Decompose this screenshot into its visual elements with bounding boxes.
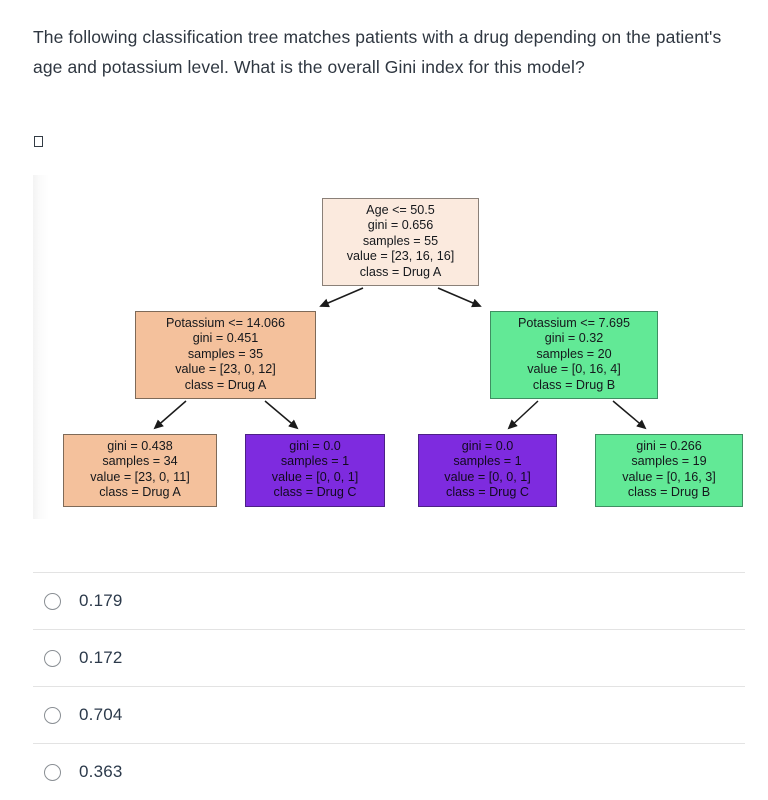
- answer-option-label: 0.179: [79, 591, 123, 610]
- node-gini: gini = 0.32: [544, 331, 604, 346]
- node-samples: samples = 55: [362, 233, 439, 248]
- node-class: class = Drug A: [184, 377, 267, 392]
- node-value: value = [0, 0, 1]: [271, 469, 359, 484]
- answer-option-4[interactable]: 0.363: [33, 743, 745, 800]
- tree-node-leaf-1: gini = 0.438 samples = 34 value = [23, 0…: [63, 434, 217, 507]
- question-text: The following classification tree matche…: [33, 27, 722, 77]
- tree-node-left-child: Potassium <= 14.066 gini = 0.451 samples…: [135, 311, 316, 400]
- answer-options-list: 0.179 0.172 0.704 0.363: [33, 572, 745, 800]
- answer-option-label: 0.704: [79, 705, 123, 724]
- node-class: class = Drug B: [532, 377, 616, 392]
- node-gini: gini = 0.0: [289, 439, 341, 453]
- node-samples: samples = 34: [102, 454, 178, 469]
- node-value: value = [23, 0, 12]: [175, 362, 276, 377]
- answer-option-label: 0.363: [79, 762, 123, 781]
- node-gini: gini = 0.438: [107, 439, 173, 453]
- node-condition: Potassium <= 14.066: [165, 316, 286, 330]
- node-gini: gini = 0.656: [367, 218, 434, 233]
- node-samples: samples = 35: [187, 346, 264, 361]
- node-samples: samples = 19: [631, 454, 707, 469]
- node-gini: gini = 0.266: [636, 439, 702, 453]
- missing-character-glyph: [34, 136, 43, 147]
- node-samples: samples = 1: [453, 454, 522, 469]
- node-gini: gini = 0.0: [461, 439, 514, 453]
- node-gini: gini = 0.451: [192, 331, 259, 346]
- node-samples: samples = 1: [280, 454, 350, 469]
- node-class: class = Drug A: [359, 264, 442, 279]
- node-class: class = Drug C: [446, 485, 529, 500]
- radio-button-icon[interactable]: [44, 763, 61, 781]
- answer-option-2[interactable]: 0.172: [33, 629, 745, 686]
- node-condition: Age <= 50.5: [366, 203, 435, 217]
- node-class: class = Drug B: [627, 485, 711, 500]
- node-value: value = [23, 0, 11]: [90, 469, 190, 484]
- node-class: class = Drug C: [273, 485, 357, 500]
- tree-node-right-child: Potassium <= 7.695 gini = 0.32 samples =…: [490, 311, 658, 400]
- node-condition: Potassium <= 7.695: [517, 316, 630, 330]
- radio-button-icon[interactable]: [44, 706, 61, 724]
- tree-node-leaf-4: gini = 0.266 samples = 19 value = [0, 16…: [595, 434, 743, 507]
- tree-node-leaf-2: gini = 0.0 samples = 1 value = [0, 0, 1]…: [245, 434, 385, 507]
- tree-edges: [153, 287, 647, 430]
- radio-button-icon[interactable]: [44, 592, 61, 610]
- tree-node-leaf-3: gini = 0.0 samples = 1 value = [0, 0, 1]…: [418, 434, 557, 507]
- node-value: value = [0, 16, 4]: [527, 362, 621, 377]
- answer-option-3[interactable]: 0.704: [33, 686, 745, 743]
- answer-option-1[interactable]: 0.179: [33, 572, 745, 629]
- answer-option-label: 0.172: [79, 648, 123, 667]
- node-class: class = Drug A: [99, 485, 181, 500]
- radio-button-icon[interactable]: [44, 649, 61, 667]
- node-samples: samples = 20: [536, 346, 612, 361]
- tree-node-root: Age <= 50.5 gini = 0.656 samples = 55 va…: [322, 198, 479, 287]
- node-value: value = [23, 16, 16]: [346, 249, 455, 264]
- decision-tree-image: Age <= 50.5 gini = 0.656 samples = 55 va…: [33, 175, 745, 519]
- node-value: value = [0, 0, 1]: [444, 469, 531, 484]
- node-value: value = [0, 16, 3]: [622, 469, 716, 484]
